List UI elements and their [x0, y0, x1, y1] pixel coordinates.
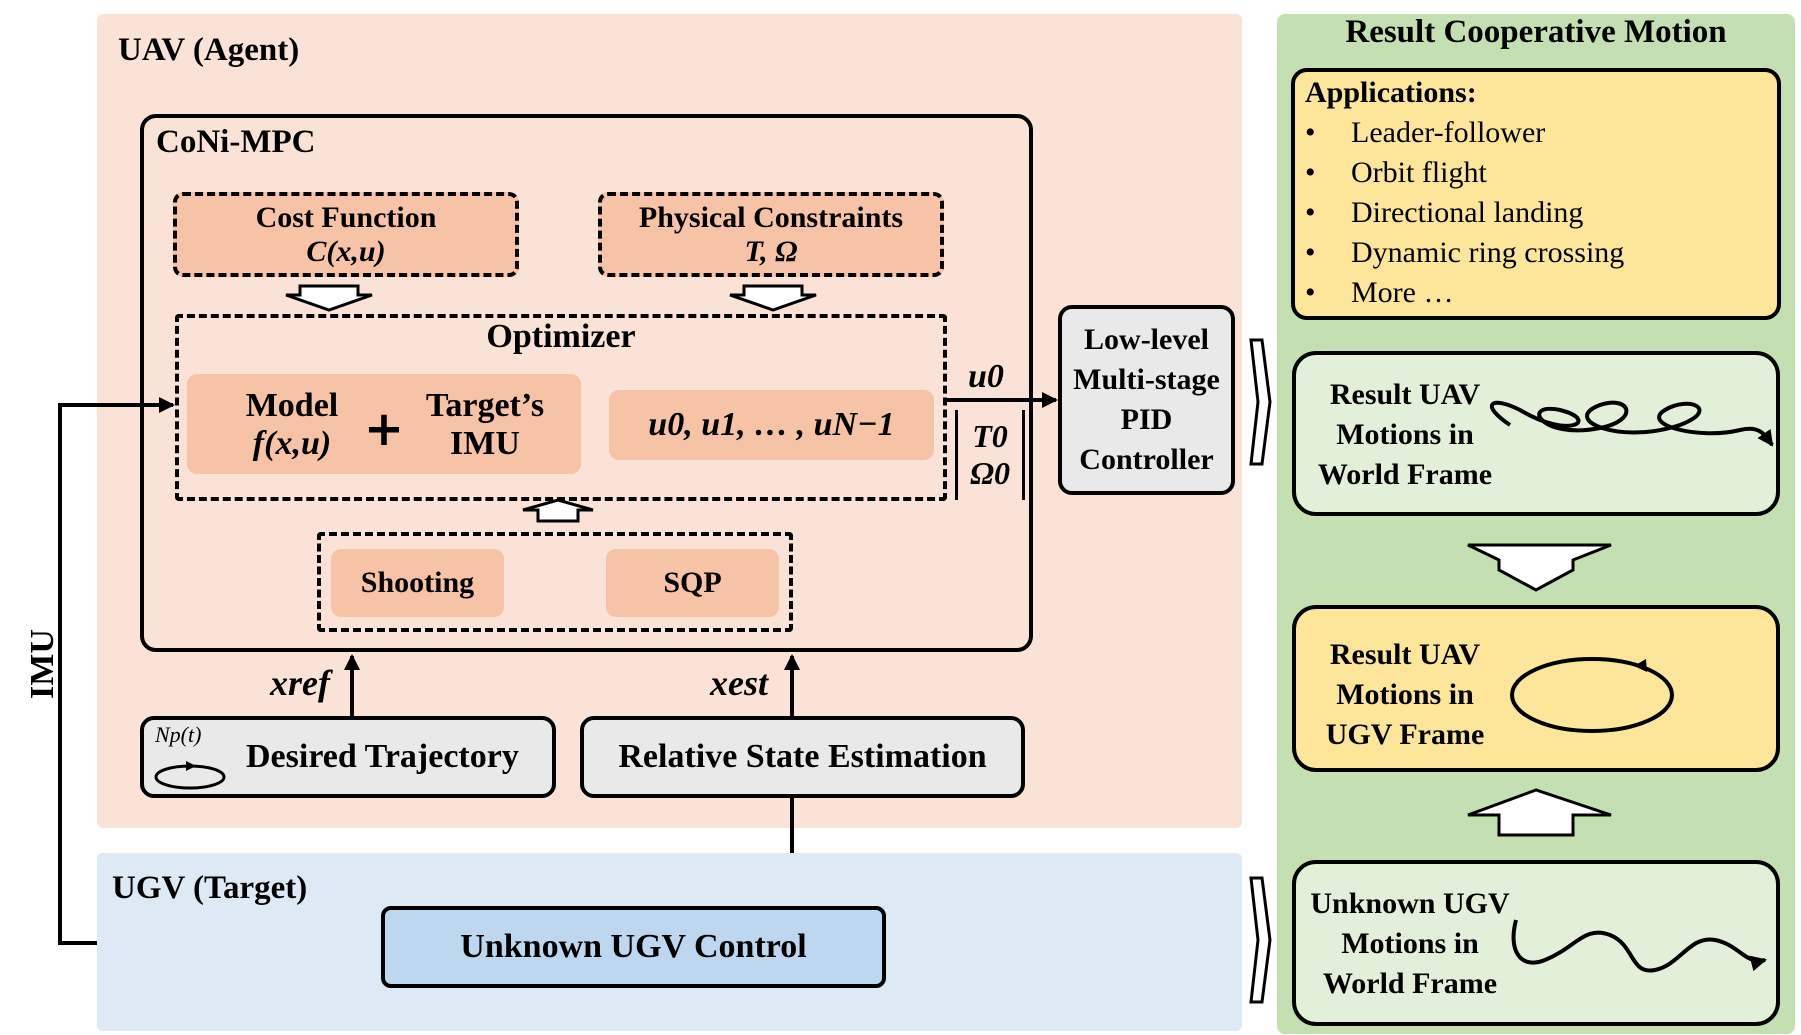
desired-trajectory-box: [140, 716, 556, 798]
sqp-block: SQP: [606, 549, 779, 617]
uav-world-line: Result UAV: [1329, 378, 1481, 411]
imu-feedback-arrow: [58, 397, 175, 945]
pid-line-3: PID: [1120, 403, 1173, 436]
world-to-ugv-frame-arrow: [1467, 543, 1612, 592]
control-sequence: u0, u1, … , uN−1: [609, 390, 934, 460]
uav-ugv-line: Motions in: [1336, 678, 1474, 711]
physical-constraints-box: Physical Constraints T, Ω: [598, 192, 944, 277]
pid-line-4: Controller: [1079, 443, 1214, 476]
plus-icon: +: [363, 401, 405, 457]
cost-to-optimizer-arrow: [285, 284, 373, 312]
model-expr: f(x,u): [252, 425, 332, 462]
uav-ugv-text: Result UAV Motions in UGV Frame: [1300, 635, 1510, 755]
constraints-to-optimizer-arrow: [729, 284, 817, 312]
solver-box: [317, 532, 793, 632]
coni-mpc-title: CoNi-MPC: [156, 124, 316, 160]
u0-label: u0: [968, 358, 1004, 395]
application-item: Directional landing: [1305, 193, 1624, 233]
uav-world-text: Result UAV Motions in World Frame: [1300, 375, 1510, 495]
ugv-world-text: Unknown UGV Motions in World Frame: [1296, 884, 1524, 1004]
ugv-world-line: Unknown UGV: [1310, 887, 1510, 920]
uav-ugv-motion-ellipse: [1510, 657, 1674, 733]
applications-list: Leader-follower Orbit flight Directional…: [1305, 113, 1624, 313]
ugv-world-line: Motions in: [1341, 927, 1479, 960]
ugv-title: UGV (Target): [112, 870, 308, 906]
uav-world-line: World Frame: [1317, 458, 1493, 491]
uav-world-motion-curve: [1489, 400, 1774, 447]
pid-controller-box: Low-level Multi-stage PID Controller: [1058, 305, 1235, 495]
pid-to-result-arrow: [1249, 338, 1272, 466]
optimizer-box: [175, 314, 947, 501]
ugv-control-box: Unknown UGV Control: [381, 906, 886, 988]
uav-title: UAV (Agent): [118, 32, 300, 68]
relative-state-estimation-box: Relative State Estimation: [580, 716, 1025, 798]
result-title: Result Cooperative Motion: [1345, 14, 1727, 50]
application-item: Leader-follower: [1305, 113, 1624, 153]
uav-world-line: Motions in: [1336, 418, 1474, 451]
output-vector-top: T0: [972, 418, 1008, 454]
model-label-group: Model f(x,u): [207, 380, 377, 470]
application-item: Orbit flight: [1305, 153, 1624, 193]
shooting-block: Shooting: [331, 549, 504, 617]
application-item: Dynamic ring crossing: [1305, 233, 1624, 273]
x-est-label: xest: [710, 663, 768, 703]
trajectory-icon-text: Np(t): [155, 722, 202, 747]
optimizer-title: Optimizer: [486, 318, 636, 355]
target-imu-line1: Target’s: [425, 387, 545, 424]
solver-to-optimizer-arrow: [522, 498, 594, 523]
x-ref-label: xref: [270, 663, 330, 703]
uav-ugv-line: UGV Frame: [1325, 718, 1485, 751]
target-imu-line2: IMU: [450, 425, 520, 462]
trajectory-icon-arrowhead: [186, 761, 196, 771]
physical-constraints-expr: T, Ω: [744, 234, 798, 268]
ugv-world-to-ugv-frame-arrow: [1467, 788, 1612, 837]
desired-trajectory-label: Desired Trajectory: [246, 738, 519, 775]
cost-function-box: Cost Function C(x,u): [173, 192, 519, 277]
pid-line-1: Low-level: [1084, 323, 1209, 356]
model-imu-block: [187, 374, 581, 474]
ugv-world-motion-curve: [1511, 919, 1767, 973]
physical-constraints-label: Physical Constraints: [638, 200, 904, 234]
target-imu-group: Target’s IMU: [400, 380, 570, 470]
uav-ugv-box: [1292, 605, 1780, 772]
output-vector-bottom: Ω0: [970, 455, 1010, 491]
trajectory-icon-ellipse: [154, 764, 226, 790]
cost-function-label: Cost Function: [255, 200, 437, 234]
uav-ugv-motion-arrowhead: [1634, 659, 1647, 672]
applications-title: Applications:: [1305, 76, 1477, 109]
coni-mpc-box: [140, 114, 1033, 652]
uav-ugv-line: Result UAV: [1329, 638, 1481, 671]
ugv-world-line: World Frame: [1322, 967, 1498, 1000]
model-label: Model: [245, 387, 339, 424]
application-item: More …: [1305, 273, 1624, 313]
ugv-to-result-arrow: [1249, 876, 1272, 1004]
cost-function-expr: C(x,u): [306, 234, 386, 268]
pid-line-2: Multi-stage: [1073, 363, 1220, 396]
output-vector: T0 Ω0: [955, 410, 1025, 500]
